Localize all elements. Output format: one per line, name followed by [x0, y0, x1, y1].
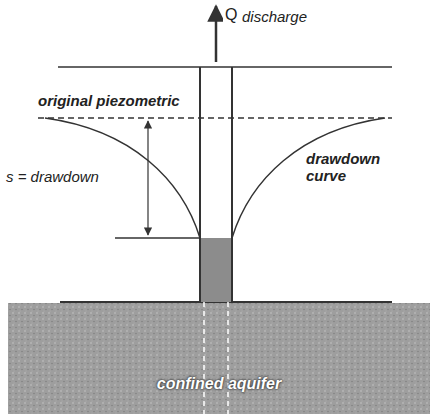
piezometric-line: [38, 117, 392, 119]
surface-label: original piezometric: [36, 92, 182, 109]
drawdown-dimension: [147, 121, 148, 235]
ground-line: [58, 66, 392, 68]
dimension-label: s = drawdown: [4, 168, 101, 185]
layer-name: confined aquifer: [8, 375, 430, 393]
flow-label: discharge: [240, 8, 309, 25]
well-screen: [227, 302, 229, 414]
aquifer-band: [8, 303, 430, 414]
discharge-arrow: [215, 6, 218, 62]
pumped-level: [115, 237, 200, 239]
well-wall: [231, 67, 233, 302]
flow-symbol: Q: [223, 6, 239, 24]
curve-label: drawdown curve: [304, 150, 388, 185]
well-wall: [199, 67, 201, 302]
well-water: [201, 238, 231, 302]
aquifer-layer: confined aquifer: [8, 303, 430, 414]
well-screen: [203, 302, 205, 414]
